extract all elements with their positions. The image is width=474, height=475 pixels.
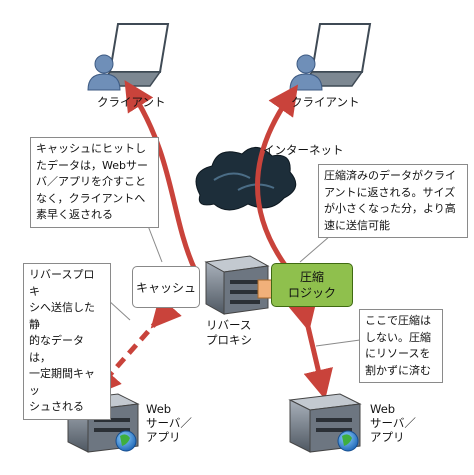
web-server-label-right: Web サーバ／ アプリ bbox=[370, 402, 416, 444]
reverse-proxy-label: リバース プロキシ bbox=[206, 318, 252, 347]
cache-to-client-arrow bbox=[124, 80, 198, 273]
no-compression-note: ここで圧縮は しない。圧縮 にリソースを 割かずに済む bbox=[359, 309, 443, 383]
callout-pointer bbox=[299, 235, 331, 263]
server-icon bbox=[288, 393, 362, 453]
compressed-data-note: 圧縮済みのデータがクライ アントに返される。サイズ が小さくなった分，より高 速… bbox=[318, 164, 468, 238]
cache-hit-note: キャッシュにヒットし たデータは，Webサー バ／アプリを介すこと なく，クライ… bbox=[30, 137, 159, 228]
compression-module bbox=[257, 279, 273, 299]
callout-pointer bbox=[315, 339, 361, 347]
client-label-right: クライアント bbox=[291, 95, 360, 109]
globe-icon bbox=[337, 430, 359, 452]
compression-label-line1: 圧縮 bbox=[299, 270, 324, 284]
static-data-note: リバースプロキ シへ送信した静 的なデータは， 一定期間キャッ シュされる bbox=[23, 263, 111, 420]
compression-label-line2: ロジック bbox=[287, 286, 336, 300]
client-label-left: クライアント bbox=[97, 95, 166, 109]
callout-pointer bbox=[107, 299, 131, 321]
web-server-label-left: Web サーバ／ アプリ bbox=[146, 402, 192, 444]
cache-label: キャッシュ bbox=[135, 280, 196, 295]
server-icon bbox=[204, 255, 270, 315]
person-icon bbox=[87, 54, 121, 91]
globe-icon bbox=[115, 430, 137, 452]
internet-label: インターネット bbox=[263, 143, 344, 157]
cache-box: キャッシュ bbox=[132, 266, 200, 308]
compression-server-arrow bbox=[287, 298, 333, 400]
compressed-to-client-arrow bbox=[255, 84, 299, 268]
compression-logic-box: 圧縮 ロジック bbox=[271, 263, 353, 307]
